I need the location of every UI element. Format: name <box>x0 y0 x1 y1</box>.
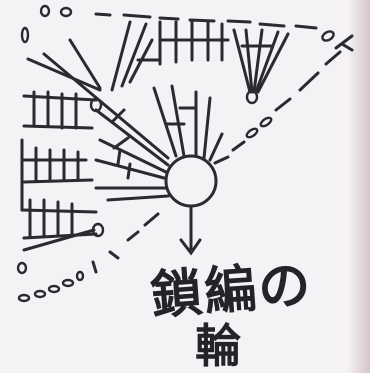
left-stitch-block-upper <box>24 92 101 128</box>
right-stitch-fan <box>234 30 288 103</box>
ring-spokes-left <box>96 110 168 200</box>
left-stitch-block-lower <box>22 200 103 250</box>
top-stitch-fan <box>112 22 228 90</box>
diagonal-chain-right <box>215 52 340 163</box>
chain-ring-label-line2: 輪 <box>195 310 247 373</box>
ring-spokes-top <box>154 86 222 160</box>
center-ring <box>166 156 216 206</box>
bottom-chain-row <box>19 214 158 301</box>
ring-arrow <box>181 207 200 253</box>
top-right-chains <box>321 30 352 50</box>
left-stitch-block-middle <box>22 140 92 210</box>
top-chain-row <box>41 6 316 28</box>
